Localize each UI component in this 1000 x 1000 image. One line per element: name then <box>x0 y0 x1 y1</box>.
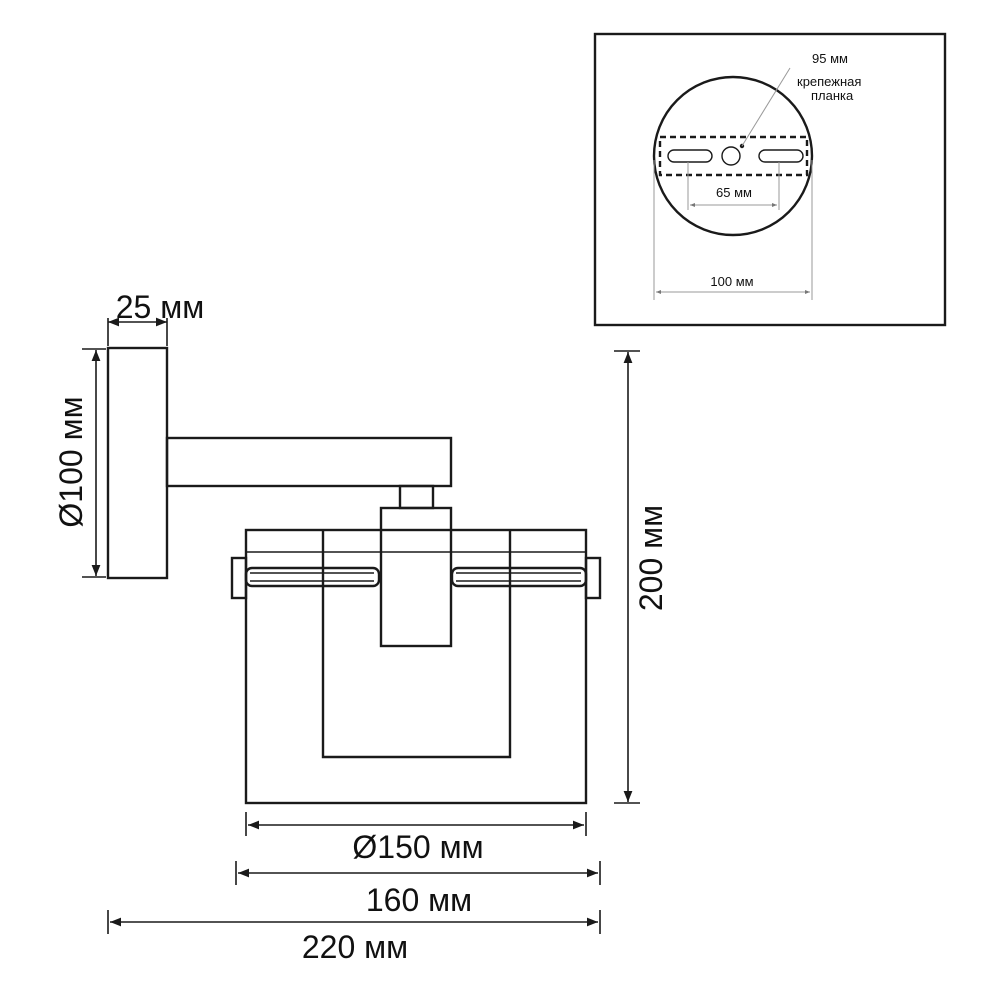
label-100mm: 100 мм <box>710 274 753 289</box>
shade-outer <box>244 528 588 805</box>
label-220mm: 220 мм <box>302 929 408 965</box>
lamp-side-view <box>106 346 602 805</box>
dim-plate-diameter: Ø100 мм <box>53 348 106 578</box>
label-200mm: 200 мм <box>633 505 669 611</box>
lamp-socket <box>379 506 453 648</box>
label-160mm: 160 мм <box>366 882 472 918</box>
wall-plate <box>106 346 169 580</box>
center-hole <box>721 146 741 166</box>
label-95mm: 95 мм <box>812 51 848 66</box>
mounting-plate-inset: 95 мм крепежная планка 65 мм 100 мм <box>593 32 947 327</box>
dim-total-width: 220 мм <box>107 910 601 965</box>
bracket-right <box>584 556 602 600</box>
slot-right <box>758 149 804 163</box>
arm <box>165 436 453 488</box>
shade-inner-frame <box>321 530 512 759</box>
label-plate-diameter: Ø100 мм <box>53 396 89 527</box>
mounting-plate-circle <box>652 75 814 237</box>
slot-left <box>667 149 713 163</box>
rod-left <box>244 566 381 588</box>
bracket-left <box>230 556 248 600</box>
dim-shade-diameter: Ø150 мм <box>245 812 587 865</box>
rod-right <box>450 566 588 588</box>
label-bracket-line2: планка <box>811 88 854 103</box>
label-shade-diameter: Ø150 мм <box>352 829 483 865</box>
dim-total-height: 200 мм <box>614 350 669 804</box>
label-25mm: 25 мм <box>116 289 204 325</box>
label-bracket-line1: крепежная <box>797 74 861 89</box>
inset-frame <box>593 32 947 327</box>
dim-width-160: 160 мм <box>235 861 601 918</box>
dim-plate-thickness: 25 мм <box>107 289 204 346</box>
mounting-bracket-dashed <box>658 135 809 177</box>
arm-connector <box>398 484 435 510</box>
label-65mm: 65 мм <box>716 185 752 200</box>
